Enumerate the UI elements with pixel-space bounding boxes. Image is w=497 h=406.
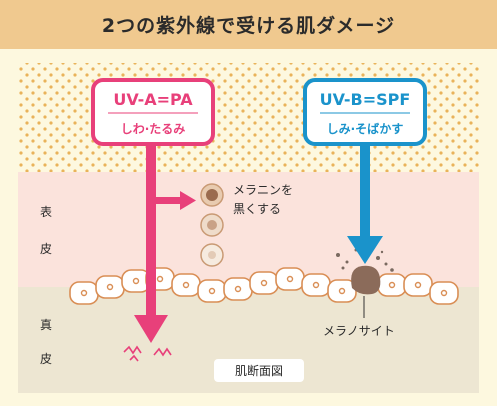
uvb-label: UV-B=SPF しみ·そばかす: [305, 80, 425, 144]
diagram-title: 2つの紫外線で受ける肌ダメージ: [101, 15, 396, 37]
uva-title: UV-A=PA: [113, 90, 193, 109]
uva-subtitle: しわ·たるみ: [120, 122, 186, 136]
uva-branch-shaft: [156, 197, 182, 204]
melanin-note-line-1: メラニンを: [233, 183, 294, 197]
caption-label: 肌断面図: [234, 364, 283, 378]
caption-box: 肌断面図: [214, 359, 304, 382]
epidermis-layer: [18, 172, 479, 287]
dermis-label-2: 皮: [40, 352, 53, 366]
epidermis-label-1: 表: [40, 205, 53, 219]
header-bar: 2つの紫外線で受ける肌ダメージ: [0, 0, 497, 49]
uva-label-box: [91, 78, 215, 146]
uvb-subtitle: しみ·そばかす: [326, 122, 404, 136]
uva-arrow-shaft: [146, 140, 156, 320]
melanin-note-line-2: 黒くする: [233, 202, 282, 216]
uvb-label-box: [303, 78, 427, 146]
uvb-arrow-shaft: [360, 140, 370, 240]
uvb-arrow-head: [347, 236, 383, 264]
collagen-damage-marks: [123, 345, 172, 362]
uva-label: UV-A=PA しわ·たるみ: [93, 80, 213, 144]
dermis-label-1: 真: [40, 318, 53, 332]
uva-arrow-head: [134, 315, 168, 343]
uva-branch-head: [180, 191, 196, 210]
melanocyte-label: メラノサイト: [323, 324, 395, 338]
epidermis-label-2: 皮: [40, 242, 53, 256]
melanocyte-cell: [351, 265, 381, 295]
uvb-title: UV-B=SPF: [319, 90, 411, 109]
